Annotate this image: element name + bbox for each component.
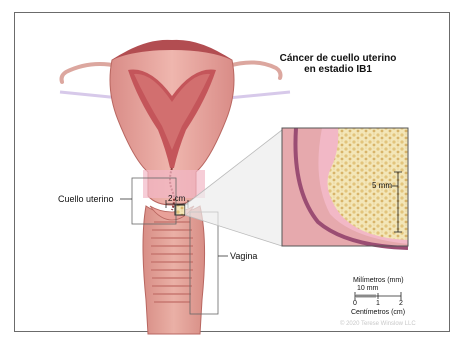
right-ligament: [228, 92, 290, 98]
tumor-size-2cm-label: 2 cm: [168, 194, 185, 203]
diagram-title: Cáncer de cuello uterino en estadio IB1: [253, 53, 423, 75]
tumor-size-5mm-label: 5 mm: [372, 181, 392, 190]
scale-tick-0: 0: [353, 300, 357, 307]
scale-10mm-label: 10 mm: [357, 285, 378, 292]
scale-bar-graphic: [355, 292, 401, 300]
copyright-notice: © 2020 Terese Winslow LLC: [340, 321, 416, 327]
vagina-label: Vagina: [230, 251, 257, 261]
scale-tick-1: 1: [376, 300, 380, 307]
title-line-2: en estadio IB1: [253, 64, 423, 75]
scale-mm-label: Milímetros (mm): [353, 277, 404, 284]
tumor-small: [175, 205, 185, 215]
title-line-1: Cáncer de cuello uterino: [253, 53, 423, 64]
scale-cm-label: Centímetros (cm): [351, 309, 405, 316]
scale-tick-2: 2: [399, 300, 403, 307]
cervix-label: Cuello uterino: [58, 194, 114, 204]
